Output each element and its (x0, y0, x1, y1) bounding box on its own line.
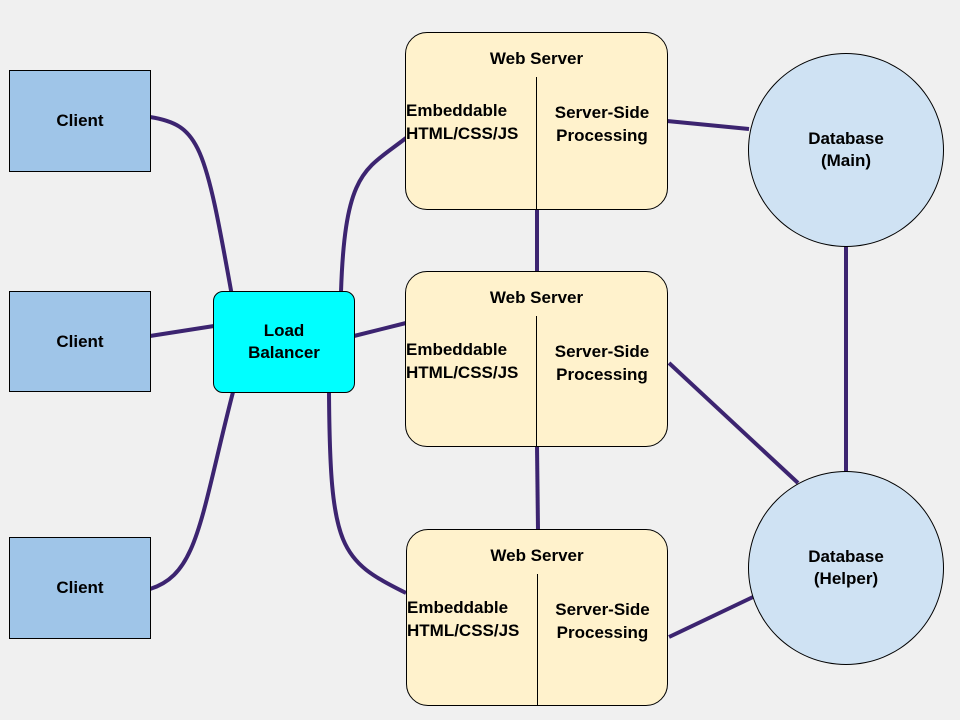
client-label: Client (56, 578, 104, 597)
web-server-embeddable-section: Embeddable HTML/CSS/JS (406, 338, 536, 384)
web-server-divider (536, 77, 537, 209)
web-server-processing-section: Server-Side Processing (537, 101, 667, 147)
load-balancer-label-line1: Load (263, 321, 305, 340)
link-server3-database-helper (668, 595, 754, 639)
server-side-label: Server-Side (554, 103, 650, 122)
link-client1-loadbalancer (149, 115, 234, 297)
link-server2-server3 (535, 445, 540, 531)
web-server-node-2: Web Server Embeddable HTML/CSS/JS Server… (405, 271, 668, 447)
database-label-line1: Database (808, 129, 884, 148)
client-label: Client (56, 331, 104, 351)
web-server-title: Web Server (489, 49, 584, 68)
html-css-js-label: HTML/CSS/JS (407, 621, 520, 640)
server-side-label: Server-Side (554, 342, 650, 361)
database-helper-node: Database (Helper) (748, 471, 944, 665)
embeddable-label: Embeddable (406, 340, 508, 359)
web-server-node-3: Web Server Embeddable HTML/CSS/JS Server… (406, 529, 668, 706)
web-server-embeddable-section: Embeddable HTML/CSS/JS (406, 99, 536, 145)
server-side-label: Server-Side (555, 600, 650, 619)
processing-label: Processing (556, 365, 648, 384)
client-label: Client (56, 111, 104, 130)
database-label-line2: (Helper) (813, 569, 879, 588)
load-balancer-node: Load Balancer (213, 291, 355, 393)
link-client3-loadbalancer (149, 391, 235, 591)
web-server-processing-section: Server-Side Processing (538, 598, 667, 644)
link-loadbalancer-server2 (353, 321, 407, 338)
web-server-divider (536, 316, 537, 446)
link-loadbalancer-server3 (327, 391, 407, 595)
html-css-js-label: HTML/CSS/JS (406, 124, 519, 143)
web-server-title: Web Server (490, 546, 584, 565)
processing-label: Processing (556, 126, 648, 145)
embeddable-label: Embeddable (407, 598, 509, 617)
client-node-3: Client (9, 537, 151, 639)
html-css-js-label: HTML/CSS/JS (406, 363, 519, 382)
link-server2-database-helper (667, 361, 800, 485)
web-server-node-1: Web Server Embeddable HTML/CSS/JS Server… (405, 32, 668, 210)
link-loadbalancer-server1 (339, 136, 408, 293)
load-balancer-label-line2: Balancer (248, 343, 320, 362)
database-label-line2: (Main) (820, 151, 872, 170)
processing-label: Processing (556, 623, 649, 642)
client-node-2: Client (9, 291, 151, 392)
database-label-line1: Database (808, 547, 884, 566)
client-node-1: Client (9, 70, 151, 172)
link-client2-loadbalancer (149, 324, 215, 338)
embeddable-label: Embeddable (406, 101, 508, 120)
web-server-processing-section: Server-Side Processing (537, 340, 667, 386)
link-server1-database-main (666, 119, 750, 131)
database-main-node: Database (Main) (748, 53, 944, 247)
web-server-title: Web Server (489, 288, 584, 307)
web-server-divider (537, 574, 538, 705)
web-server-embeddable-section: Embeddable HTML/CSS/JS (407, 596, 537, 642)
